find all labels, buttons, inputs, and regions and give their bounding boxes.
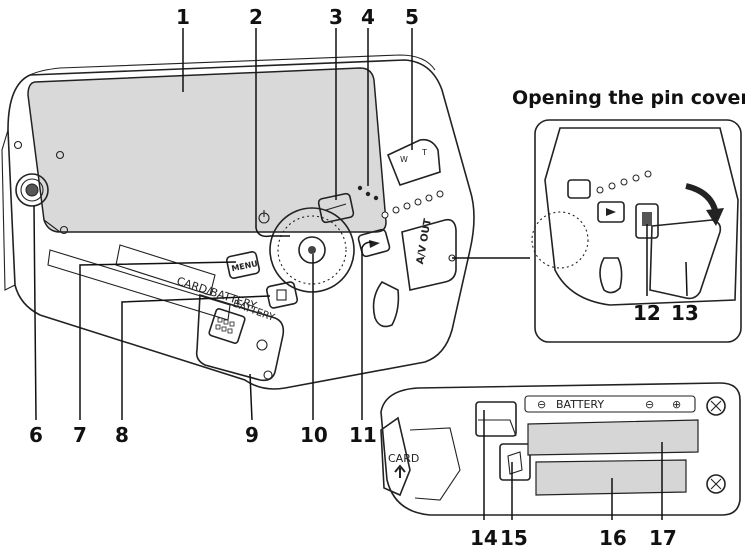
callout-1: 1 <box>176 5 190 29</box>
callout-16: 16 <box>599 526 627 550</box>
body-left-edge <box>1 129 16 291</box>
card-arrow-icon <box>394 464 406 478</box>
callout-4: 4 <box>361 5 375 29</box>
battery-label-strip <box>524 395 696 413</box>
inset-title: Opening the pin cover <box>512 87 745 109</box>
inset-dial <box>531 211 589 269</box>
tripod-socket <box>13 140 69 235</box>
main-leader-lines <box>33 28 530 421</box>
ok-button <box>298 236 326 264</box>
svg-text:⊖: ⊖ <box>537 398 546 411</box>
lcd-monitor <box>27 67 387 233</box>
svg-text:W: W <box>400 155 408 164</box>
speaker-grille <box>381 190 444 219</box>
zoom-lever: W T <box>386 138 441 186</box>
indicator-lamps <box>357 185 379 201</box>
callout-5: 5 <box>405 5 419 29</box>
card-label: CARD <box>388 452 419 465</box>
battery-chamber <box>527 419 699 456</box>
callout-15: 15 <box>500 526 528 550</box>
battery-latch <box>475 401 517 437</box>
lcd-bezel-corner <box>43 219 61 233</box>
svg-text:⊖: ⊖ <box>645 398 654 411</box>
callout-14: 14 <box>470 526 498 550</box>
callout-17: 17 <box>649 526 677 550</box>
svg-text:T: T <box>421 148 427 157</box>
callout-9: 9 <box>245 423 259 447</box>
av-out-cover: A/V OUT <box>401 218 457 291</box>
callout-8: 8 <box>115 423 129 447</box>
menu-button: MENU <box>225 251 261 279</box>
inset-speaker-grille <box>596 170 652 194</box>
rotary-multi-selector <box>269 207 355 293</box>
power-indicator-icon <box>258 210 270 224</box>
bottom-plate-recess <box>115 244 216 296</box>
callout-7: 7 <box>73 423 87 447</box>
callout-2: 2 <box>249 5 263 29</box>
callout-11: 11 <box>349 423 377 447</box>
svg-text:MENU: MENU <box>231 259 259 273</box>
battery-chamber-cover: BATTERY <box>195 293 285 382</box>
svg-text:⊕: ⊕ <box>672 398 681 411</box>
open-chamber-lid <box>380 416 411 497</box>
memory-card-slot <box>499 443 531 481</box>
delete-button <box>265 281 299 309</box>
memory-card-chamber <box>535 459 687 496</box>
callout-13: 13 <box>671 301 699 325</box>
callout-6: 6 <box>29 423 43 447</box>
inset-zoom-button <box>567 179 591 199</box>
lid-hinge <box>409 427 461 501</box>
callout-3: 3 <box>329 5 343 29</box>
camera-body-outline <box>7 59 475 390</box>
callout-12: 12 <box>633 301 661 325</box>
pin-cover-inset: 12 13 <box>531 119 742 343</box>
zoom-control-button <box>317 192 355 224</box>
chamber-screws <box>706 396 726 494</box>
battery-chamber-inset: CARD ⊖ BATTERY ⊖ ⊕ 14 15 16 17 <box>380 382 741 550</box>
svg-text:A/V OUT: A/V OUT <box>415 218 434 265</box>
inset-playback-button <box>597 201 625 223</box>
strap-eyelet <box>372 280 400 328</box>
camera-back-view: W T A/V OUT MENU CARD/BA <box>1 54 475 390</box>
main-callout-numbers: 1 2 3 4 5 6 7 8 9 10 11 <box>29 5 419 447</box>
body-top-edge <box>29 54 436 76</box>
callout-10: 10 <box>300 423 328 447</box>
svg-text:BATTERY: BATTERY <box>556 398 604 411</box>
